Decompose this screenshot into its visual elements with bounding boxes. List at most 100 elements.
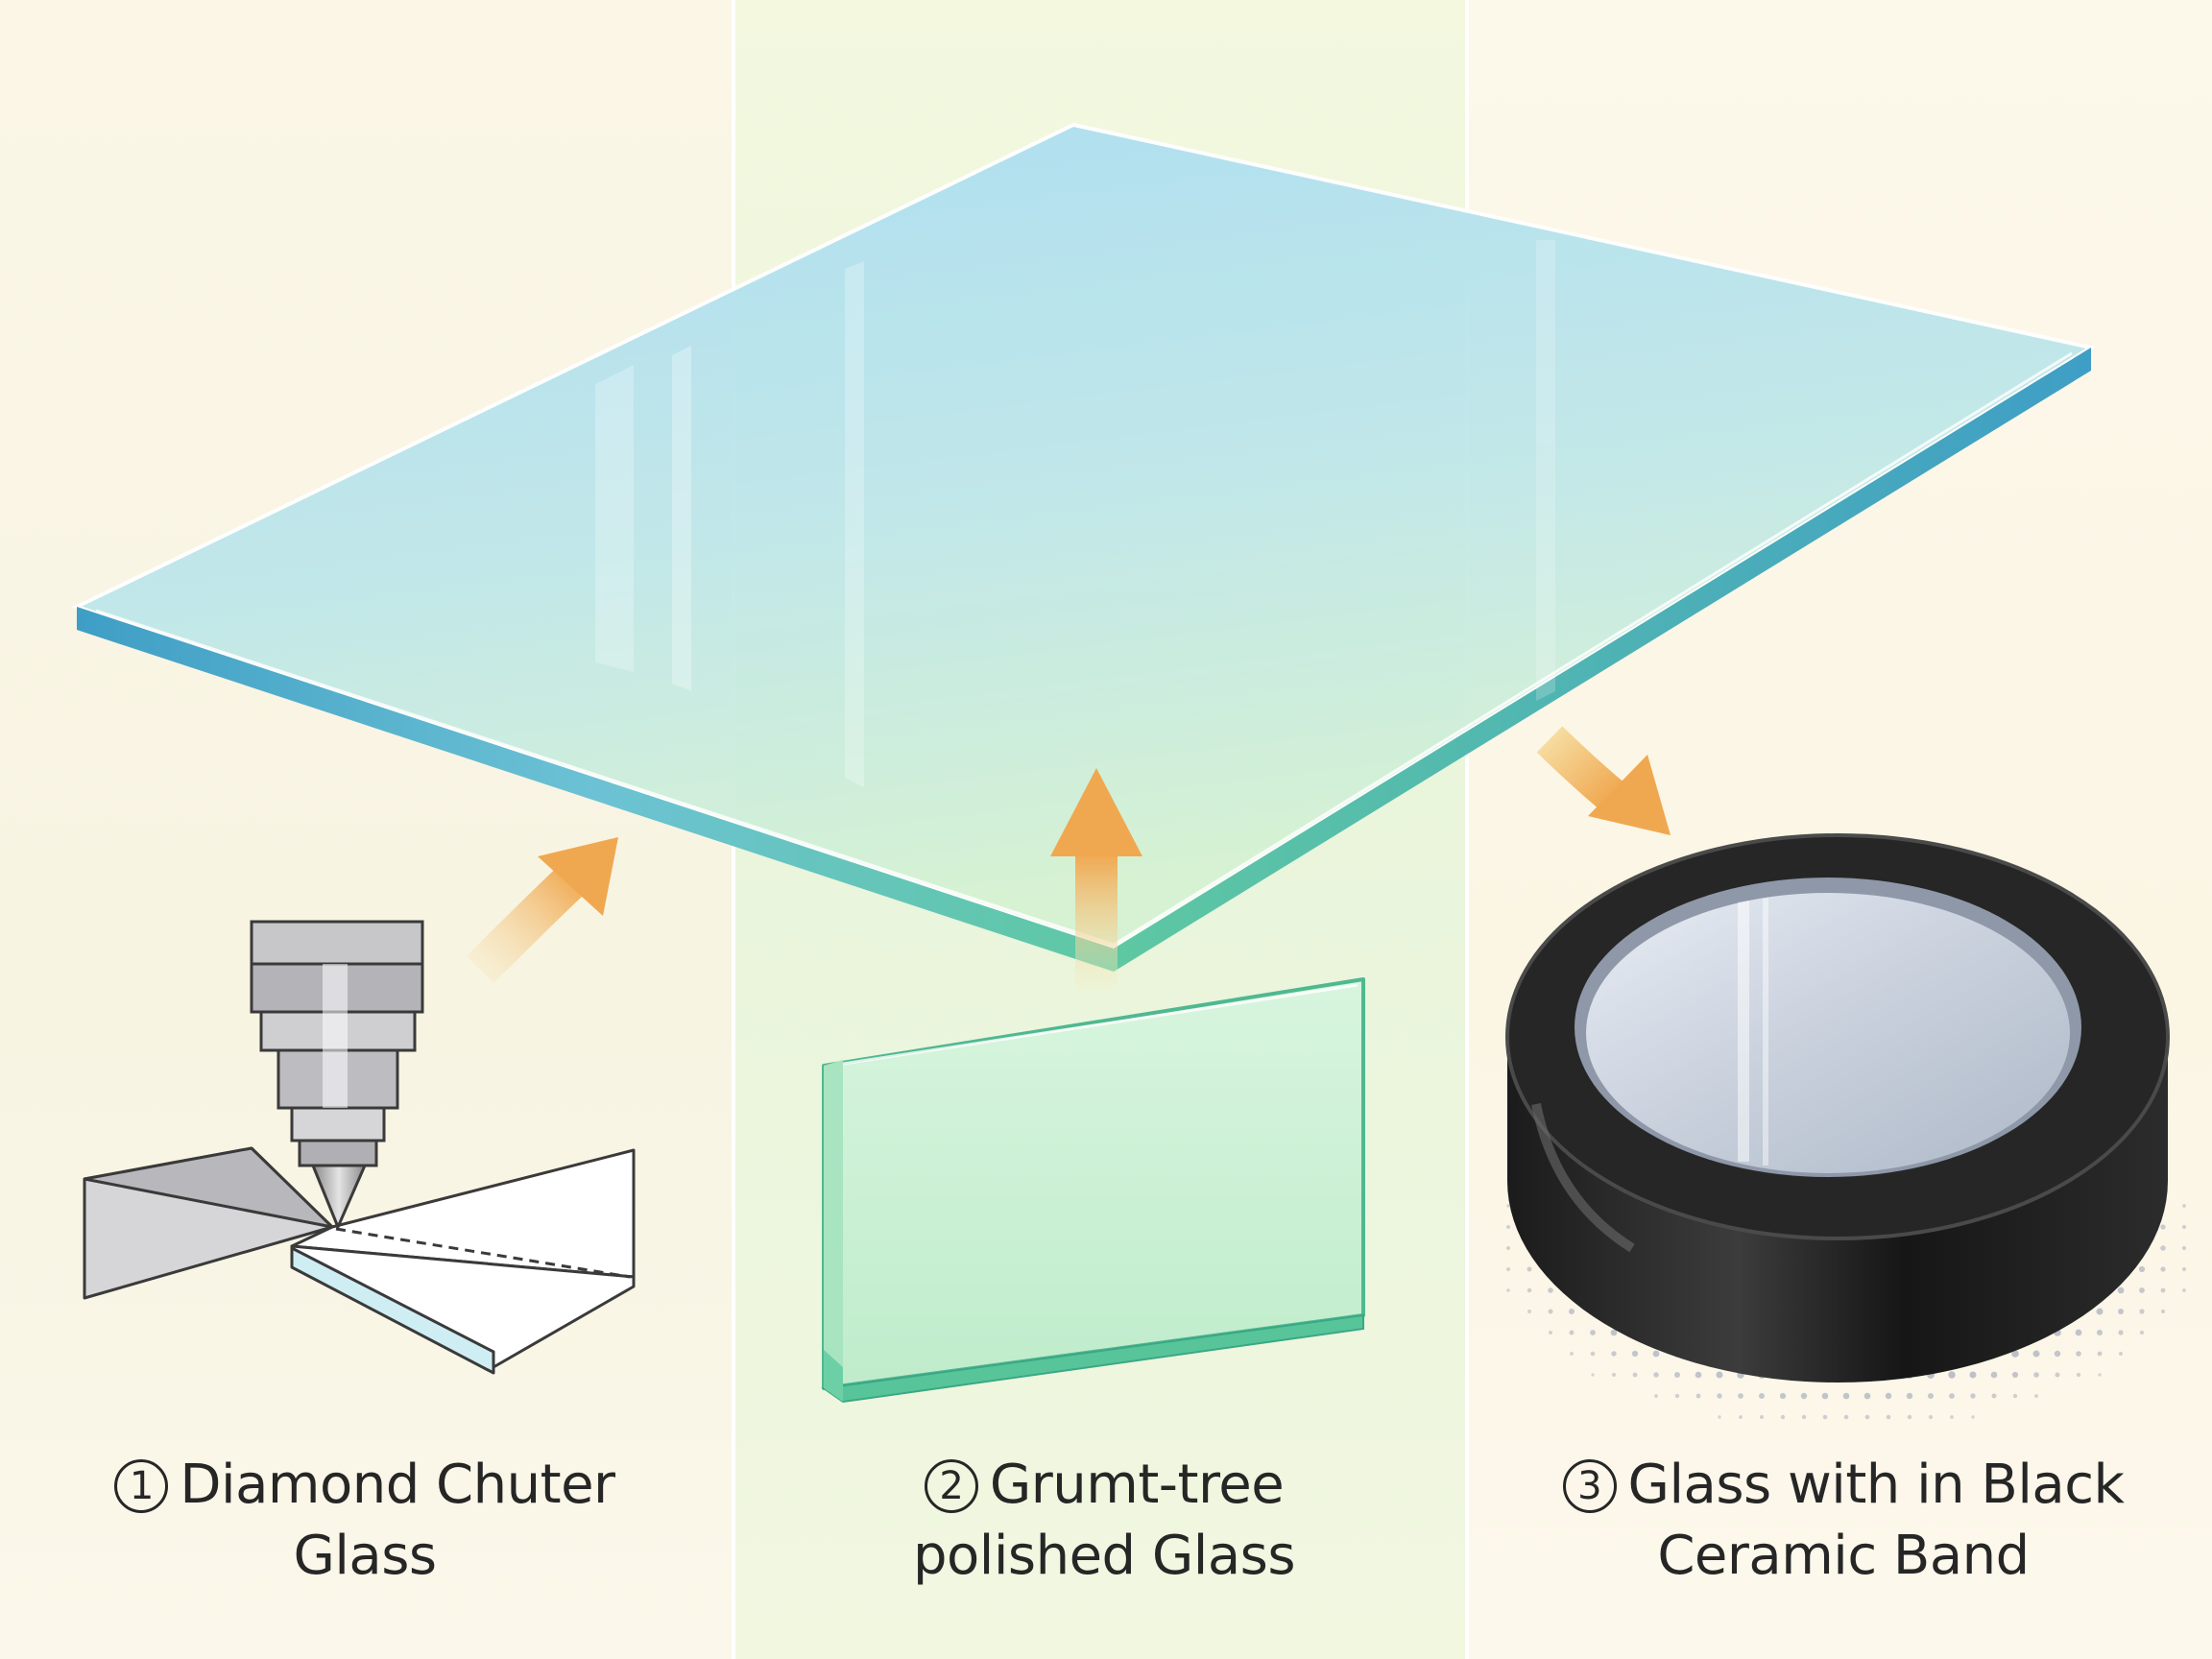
halftone-dot [1632, 1372, 1638, 1378]
step-3-subtitle: Ceramic Band [1657, 1525, 2030, 1587]
halftone-dot [1864, 1414, 1870, 1420]
halftone-dot [2097, 1330, 2103, 1335]
halftone-dot [1718, 1415, 1721, 1419]
halftone-dot [2076, 1351, 2081, 1357]
halftone-dot [1843, 1414, 1849, 1420]
halftone-dot [2054, 1350, 2061, 1358]
halftone-dot [1780, 1414, 1786, 1420]
halftone-dot [1991, 1393, 1997, 1399]
halftone-dot [1739, 1415, 1743, 1419]
halftone-dot [2182, 1288, 2186, 1292]
step-3-title: Glass with in Black [1627, 1454, 2125, 1516]
halftone-dot [1863, 1392, 1871, 1400]
halftone-dot [1950, 1415, 1954, 1419]
halftone-dot [1990, 1371, 1998, 1379]
halftone-dot [2033, 1372, 2039, 1378]
halftone-dot [1506, 1267, 1510, 1271]
halftone-dot [2097, 1351, 2103, 1357]
halftone-dot [2160, 1224, 2166, 1230]
halftone-dot [2181, 1224, 2187, 1230]
halftone-dot [1548, 1309, 1553, 1314]
ceramic-ring-icon [1505, 833, 2187, 1420]
halftone-dot [1821, 1392, 1829, 1400]
halftone-dot [1760, 1415, 1764, 1419]
halftone-dot [1548, 1287, 1553, 1293]
step-number-badge: 3 [1562, 1459, 1617, 1513]
halftone-dot [1970, 1393, 1976, 1399]
halftone-dot [1611, 1351, 1617, 1357]
halftone-dot [2138, 1265, 2146, 1273]
halftone-dot [2076, 1372, 2081, 1378]
glass-pane-icon [821, 977, 1365, 1404]
halftone-dot [1570, 1352, 1574, 1356]
step-2-title: Grumt-tree [989, 1454, 1285, 1516]
halftone-dot [2011, 1350, 2019, 1358]
glass-shard-icon [83, 1146, 636, 1375]
halftone-dot [2181, 1266, 2187, 1272]
halftone-dot [1549, 1331, 1552, 1334]
arrow-icon [1536, 726, 1671, 835]
halftone-dot [1527, 1310, 1531, 1313]
halftone-dot [2055, 1372, 2060, 1378]
arrow-icon [1050, 768, 1142, 989]
halftone-dot [2118, 1309, 2124, 1314]
step-1-subtitle: Glass [293, 1525, 437, 1587]
halftone-dot [1506, 1204, 1510, 1208]
halftone-dot [1842, 1392, 1850, 1400]
halftone-dot [1527, 1287, 1532, 1293]
halftone-dot [1886, 1414, 1891, 1420]
halftone-dot [1590, 1330, 1596, 1335]
halftone-dot [1906, 1392, 1913, 1400]
halftone-dot [2139, 1287, 2145, 1293]
halftone-dot [2096, 1308, 2104, 1315]
halftone-dot [1695, 1371, 1702, 1379]
halftone-dot [1717, 1393, 1722, 1399]
halftone-dot [1653, 1372, 1659, 1378]
halftone-dot [1800, 1392, 1808, 1400]
halftone-dot [1652, 1350, 1660, 1358]
halftone-dot [1759, 1393, 1765, 1399]
arrow-icon [466, 837, 618, 984]
halftone-dot [1928, 1393, 1934, 1399]
halftone-dot [1885, 1392, 1892, 1400]
halftone-dot [1569, 1330, 1575, 1335]
halftone-dot [1738, 1393, 1743, 1399]
halftone-dot [2182, 1204, 2186, 1208]
halftone-dot [1801, 1414, 1807, 1420]
step-number-badge: 1 [114, 1459, 169, 1513]
diamond-cutter-icon [83, 920, 636, 1375]
halftone-dot [1948, 1371, 1956, 1379]
halftone-dot [2034, 1394, 2038, 1398]
halftone-dot [1506, 1225, 1510, 1229]
halftone-dot [2160, 1245, 2166, 1251]
halftone-dot [1907, 1414, 1912, 1420]
halftone-dot [2098, 1373, 2102, 1377]
halftone-dot [2012, 1393, 2018, 1399]
halftone-dot [1612, 1373, 1616, 1377]
halftone-dot [1506, 1288, 1510, 1292]
halftone-dot [1591, 1373, 1595, 1377]
halftone-dot [1631, 1350, 1639, 1358]
halftone-dot [2139, 1330, 2145, 1335]
halftone-dot [1610, 1329, 1618, 1336]
halftone-dot [1969, 1371, 1977, 1379]
halftone-dot [2118, 1330, 2124, 1335]
halftone-dot [1590, 1351, 1596, 1357]
halftone-dot [1779, 1392, 1787, 1400]
halftone-dot [1822, 1414, 1828, 1420]
halftone-dot [1654, 1394, 1658, 1398]
halftone-dot [1527, 1266, 1532, 1272]
halftone-dot [1971, 1415, 1975, 1419]
glass-sheet [71, 122, 2097, 972]
halftone-dot [2160, 1309, 2166, 1314]
halftone-dot [1569, 1309, 1575, 1314]
halftone-dot [2011, 1371, 2019, 1379]
halftone-dot [1674, 1372, 1680, 1378]
halftone-dot [2160, 1266, 2166, 1272]
halftone-dot [1716, 1371, 1723, 1379]
step-number-badge: 2 [924, 1459, 978, 1513]
halftone-dot [2160, 1287, 2166, 1293]
